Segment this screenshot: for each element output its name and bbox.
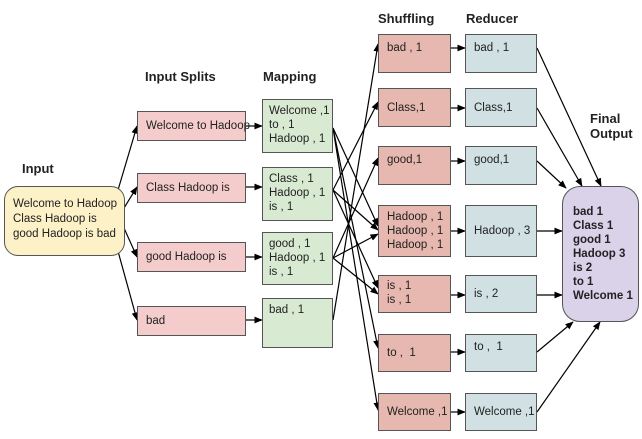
split-box: Welcome to Hadoop [137, 111, 250, 141]
arrow-red-final-1 [536, 47, 602, 187]
mapping-box: good , 1 Hadoop , 1 is , 1 [262, 232, 333, 285]
shuffling-box: Welcome ,1 [378, 393, 451, 431]
arrow-input-split-3 [123, 227, 138, 258]
arrow-map2-class [332, 101, 379, 191]
reducer-box: is , 2 [465, 275, 537, 313]
arrow-map1-welcome [332, 127, 381, 411]
arrow-map2-is [332, 189, 379, 289]
reducer-box: Class,1 [465, 88, 537, 127]
header-mapping: Mapping [263, 69, 317, 84]
arrow-red-final-2 [536, 107, 583, 187]
shuffling-box: to , 1 [378, 334, 451, 372]
shuffling-box: Hadoop , 1 Hadoop , 1 Hadoop , 1 [378, 205, 451, 257]
header-input: Input [22, 161, 54, 176]
arrow-map4-bad [332, 43, 381, 321]
reducer-box: bad , 1 [465, 34, 537, 73]
header-shuffling: Shuffling [378, 11, 435, 26]
mapping-box: Class , 1 Hadoop , 1 is , 1 [262, 167, 333, 221]
arrow-map3-is [332, 257, 379, 295]
split-box: bad [137, 306, 246, 336]
reducer-box: Welcome ,1 [465, 393, 537, 431]
split-box: good Hadoop is [137, 242, 246, 272]
shuffling-box: is , 1 is , 1 [378, 275, 451, 313]
arrow-red-final-3 [536, 160, 567, 189]
arrow-input-split-4 [115, 243, 139, 321]
arrow-map3-hadoop [332, 233, 379, 259]
mapping-box: Welcome ,1 to , 1 Hadoop , 1 [262, 99, 333, 153]
shuffling-box: bad , 1 [378, 34, 451, 73]
header-input-splits: Input Splits [145, 69, 216, 84]
arrow-map3-good [332, 157, 379, 259]
header-reducer: Reducer [466, 11, 519, 26]
final-output-box: bad 1 Class 1 good 1 Hadoop 3 is 2 to 1 … [562, 186, 639, 322]
shuffling-box: Class,1 [378, 88, 451, 127]
reducer-box: to , 1 [465, 334, 537, 372]
mapping-box: bad , 1 [262, 298, 333, 348]
shuffling-box: good,1 [378, 146, 451, 185]
arrow-input-split-1 [117, 125, 139, 191]
input-box: Welcome to Hadoop Class Hadoop is good H… [4, 186, 125, 256]
arrow-map2-hadoop [332, 189, 379, 231]
arrow-red-final-6 [536, 321, 574, 353]
arrow-map1-hadoop [332, 127, 379, 227]
reducer-box: good,1 [465, 146, 537, 185]
arrow-red-final-7 [536, 321, 601, 413]
arrow-input-split-2 [123, 186, 138, 209]
header-final-output: Final Output [590, 111, 633, 141]
split-box: Class Hadoop is [137, 173, 246, 203]
reducer-box: Hadoop , 3 [465, 205, 537, 257]
